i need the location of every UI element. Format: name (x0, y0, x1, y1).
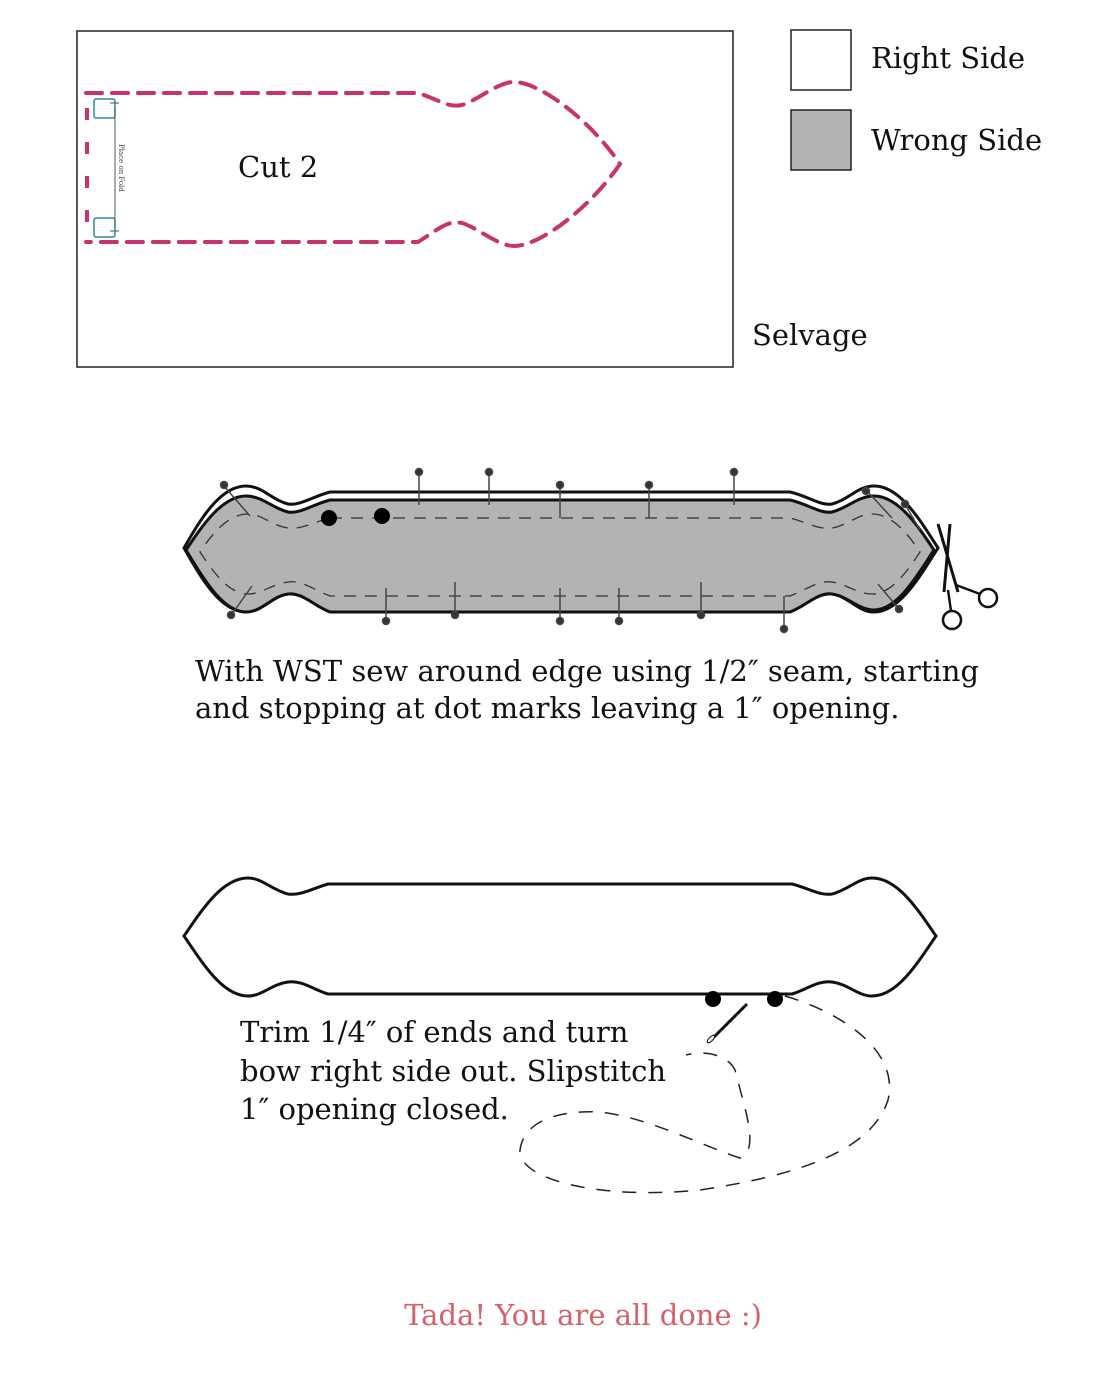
right-side-label: Right Side (871, 41, 1025, 75)
cutting-layout: Place on Fold Cut 2 Selvage (76, 30, 868, 368)
scissors-icon (936, 523, 999, 631)
finish-step-illustration (182, 876, 938, 1194)
wrong-side-label: Wrong Side (871, 123, 1042, 157)
pins-bottom (226, 582, 904, 634)
pin-head (729, 467, 739, 477)
fold-label: Place on Fold (117, 144, 125, 192)
pin-head (779, 624, 789, 634)
needle-icon (706, 1002, 749, 1044)
sew-step-illustration (182, 467, 999, 634)
pin-head (414, 467, 424, 477)
closing-message: Tada! You are all done :) (404, 1298, 762, 1332)
pin-head (226, 610, 236, 620)
cut-count-label: Cut 2 (238, 150, 318, 184)
pins-top (219, 467, 921, 531)
right-side-swatch (790, 29, 852, 91)
selvage-label: Selvage (752, 318, 868, 352)
start-dot-mark (321, 510, 337, 526)
pin-head (861, 486, 871, 496)
pin-head (381, 616, 391, 626)
legend: Right Side Wrong Side (790, 29, 1042, 171)
pin-head (450, 610, 460, 620)
pin-head (219, 480, 229, 490)
fold-bracket-bottom (93, 217, 116, 238)
sew-step-line-1: With WST sew around edge using 1/2″ seam… (195, 654, 979, 688)
opening-end-dot (767, 991, 783, 1007)
finished-bow-outline (182, 876, 938, 998)
sew-step-line-2: and stopping at dot marks leaving a 1″ o… (195, 691, 899, 725)
bow-pattern-cut-line (84, 79, 623, 249)
bow-front-piece-wrong-side (184, 494, 936, 614)
pin-head (696, 610, 706, 620)
opening-start-dot (705, 991, 721, 1007)
fabric-rectangle (76, 30, 734, 368)
place-on-fold-marker: Place on Fold (93, 98, 125, 238)
slipstitch-thread (519, 995, 891, 1194)
pin-head (900, 499, 910, 509)
pin-head (484, 467, 494, 477)
finish-step-line-3: 1″ opening closed. (240, 1092, 509, 1126)
pin-head (555, 480, 565, 490)
pin-head (644, 480, 654, 490)
finish-step-line-1: Trim 1/4″ of ends and turn (240, 1015, 628, 1049)
pin-head (894, 604, 904, 614)
wrong-side-swatch (790, 109, 852, 171)
fold-bracket-top (93, 98, 116, 119)
stop-dot-mark (374, 508, 390, 524)
pin-head (614, 616, 624, 626)
finish-step-line-2: bow right side out. Slipstitch (240, 1054, 666, 1088)
pin-head (555, 616, 565, 626)
